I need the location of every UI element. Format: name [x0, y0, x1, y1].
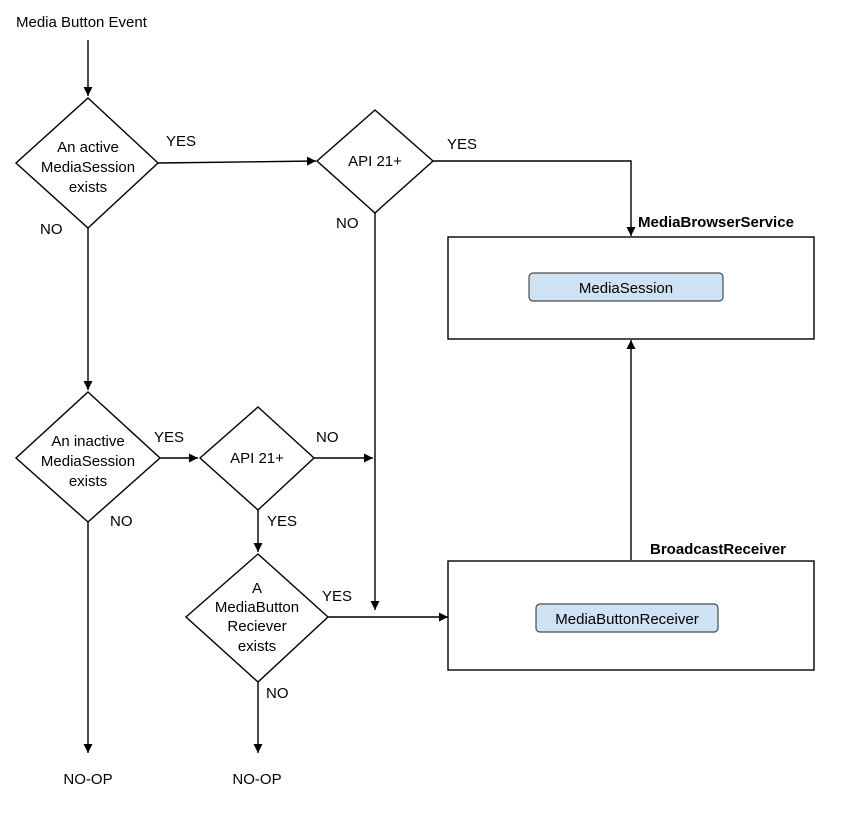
terminal-no-op-left: NO-OP — [63, 771, 112, 788]
container-title: MediaBrowserService — [638, 214, 794, 231]
decision-text: MediaSession — [41, 453, 135, 470]
decision-text: exists — [69, 473, 107, 490]
media-button-receiver-label: MediaButtonReceiver — [555, 611, 698, 628]
edge-label-mbr-yes: YES — [322, 588, 352, 605]
container-title: BroadcastReceiver — [650, 541, 786, 558]
edge-label-api-top-no: NO — [336, 215, 359, 232]
container-broadcast-receiver: BroadcastReceiver MediaButtonReceiver — [447, 541, 815, 671]
edge-label-inactive-yes: YES — [154, 429, 184, 446]
decision-text: exists — [69, 179, 107, 196]
decision-text: MediaSession — [41, 159, 135, 176]
decision-text: Reciever — [227, 618, 286, 635]
edge-label-api-top-yes: YES — [447, 136, 477, 153]
decision-active-session: An active MediaSession exists — [14, 97, 160, 229]
decision-text: MediaButton — [215, 599, 299, 616]
edge-labels: YES NO YES NO YES NO NO YES YES NO — [40, 133, 477, 702]
decision-api21-top: API 21+ — [315, 109, 435, 214]
terminal-no-op-middle: NO-OP — [232, 771, 281, 788]
media-session-label: MediaSession — [579, 280, 673, 297]
media-session-box — [528, 272, 724, 302]
decision-inactive-session: An inactive MediaSession exists — [14, 391, 162, 523]
edge-label-mbr-no: NO — [266, 685, 289, 702]
connectors — [83, 40, 636, 753]
start-label: Media Button Event — [16, 14, 148, 31]
decision-text: API 21+ — [348, 153, 402, 170]
arrow-active-yes — [157, 156, 317, 166]
media-button-receiver-box — [535, 603, 719, 633]
decision-text: exists — [238, 638, 276, 655]
decision-text: A — [252, 580, 262, 597]
decision-text: An inactive — [51, 433, 124, 450]
container-media-browser-service: MediaBrowserService MediaSession — [447, 214, 815, 340]
decision-media-button-receiver: A MediaButton Reciever exists — [184, 553, 330, 683]
edge-label-api-mid-yes: YES — [267, 513, 297, 530]
edge-label-inactive-no: NO — [110, 513, 133, 530]
arrow-api-top-yes — [433, 160, 636, 236]
decision-text: API 21+ — [230, 450, 284, 467]
decision-text: An active — [57, 139, 119, 156]
edge-label-active-yes: YES — [166, 133, 196, 150]
edge-label-api-mid-no: NO — [316, 429, 339, 446]
edge-label-active-no: NO — [40, 221, 63, 238]
decision-api21-mid: API 21+ — [198, 406, 316, 511]
